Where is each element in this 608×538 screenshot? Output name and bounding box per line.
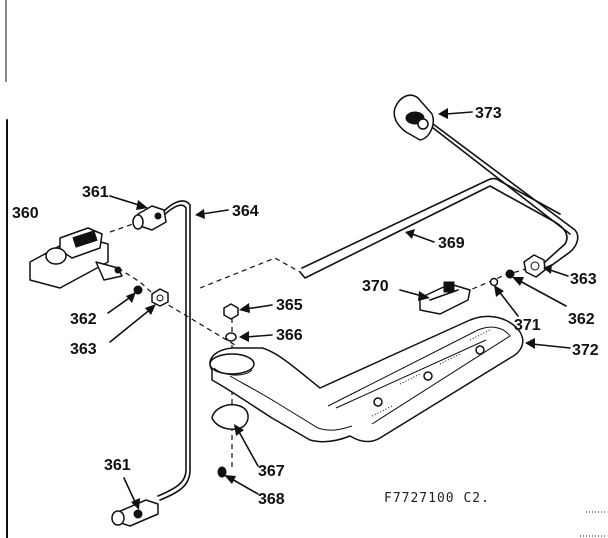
part-363-left: [151, 288, 169, 307]
part-366: [225, 332, 237, 342]
part-371: [489, 277, 499, 287]
part-361-bottom: [111, 499, 159, 527]
part-360: [29, 227, 123, 289]
label-361-bottom: 361: [104, 457, 131, 474]
part-367: [211, 404, 249, 431]
part-368: [217, 466, 227, 478]
drawing-code: F7727100 C2.: [384, 491, 490, 506]
tube-364: [159, 200, 191, 501]
part-362-right: [505, 269, 515, 279]
label-369: 369: [438, 235, 465, 252]
label-368: 368: [258, 491, 285, 508]
part-361-top: [132, 205, 167, 231]
label-361-top: 361: [82, 184, 109, 201]
part-363-right: [523, 254, 546, 278]
label-367: 367: [258, 463, 285, 480]
label-363-right: 363: [570, 271, 597, 288]
part-labels: 360 361 364 362 363 365 366 367 368 361 …: [12, 105, 599, 508]
leader-arrows: [107, 108, 571, 510]
label-366: 366: [276, 327, 303, 344]
label-364: 364: [232, 203, 259, 220]
label-365: 365: [276, 297, 303, 314]
part-373: [393, 94, 434, 141]
label-362-left: 362: [70, 311, 97, 328]
page-edge-marks: [5, 0, 8, 538]
label-370: 370: [362, 278, 389, 295]
part-370: [419, 281, 471, 315]
scan-marks: [580, 511, 606, 537]
label-363-left: 363: [70, 341, 97, 358]
label-362-right: 362: [568, 311, 595, 328]
part-365: [223, 303, 239, 320]
part-372: [209, 315, 524, 443]
label-360: 360: [12, 205, 39, 222]
label-373: 373: [475, 105, 502, 122]
label-371: 371: [514, 317, 541, 334]
label-372: 372: [572, 342, 599, 359]
